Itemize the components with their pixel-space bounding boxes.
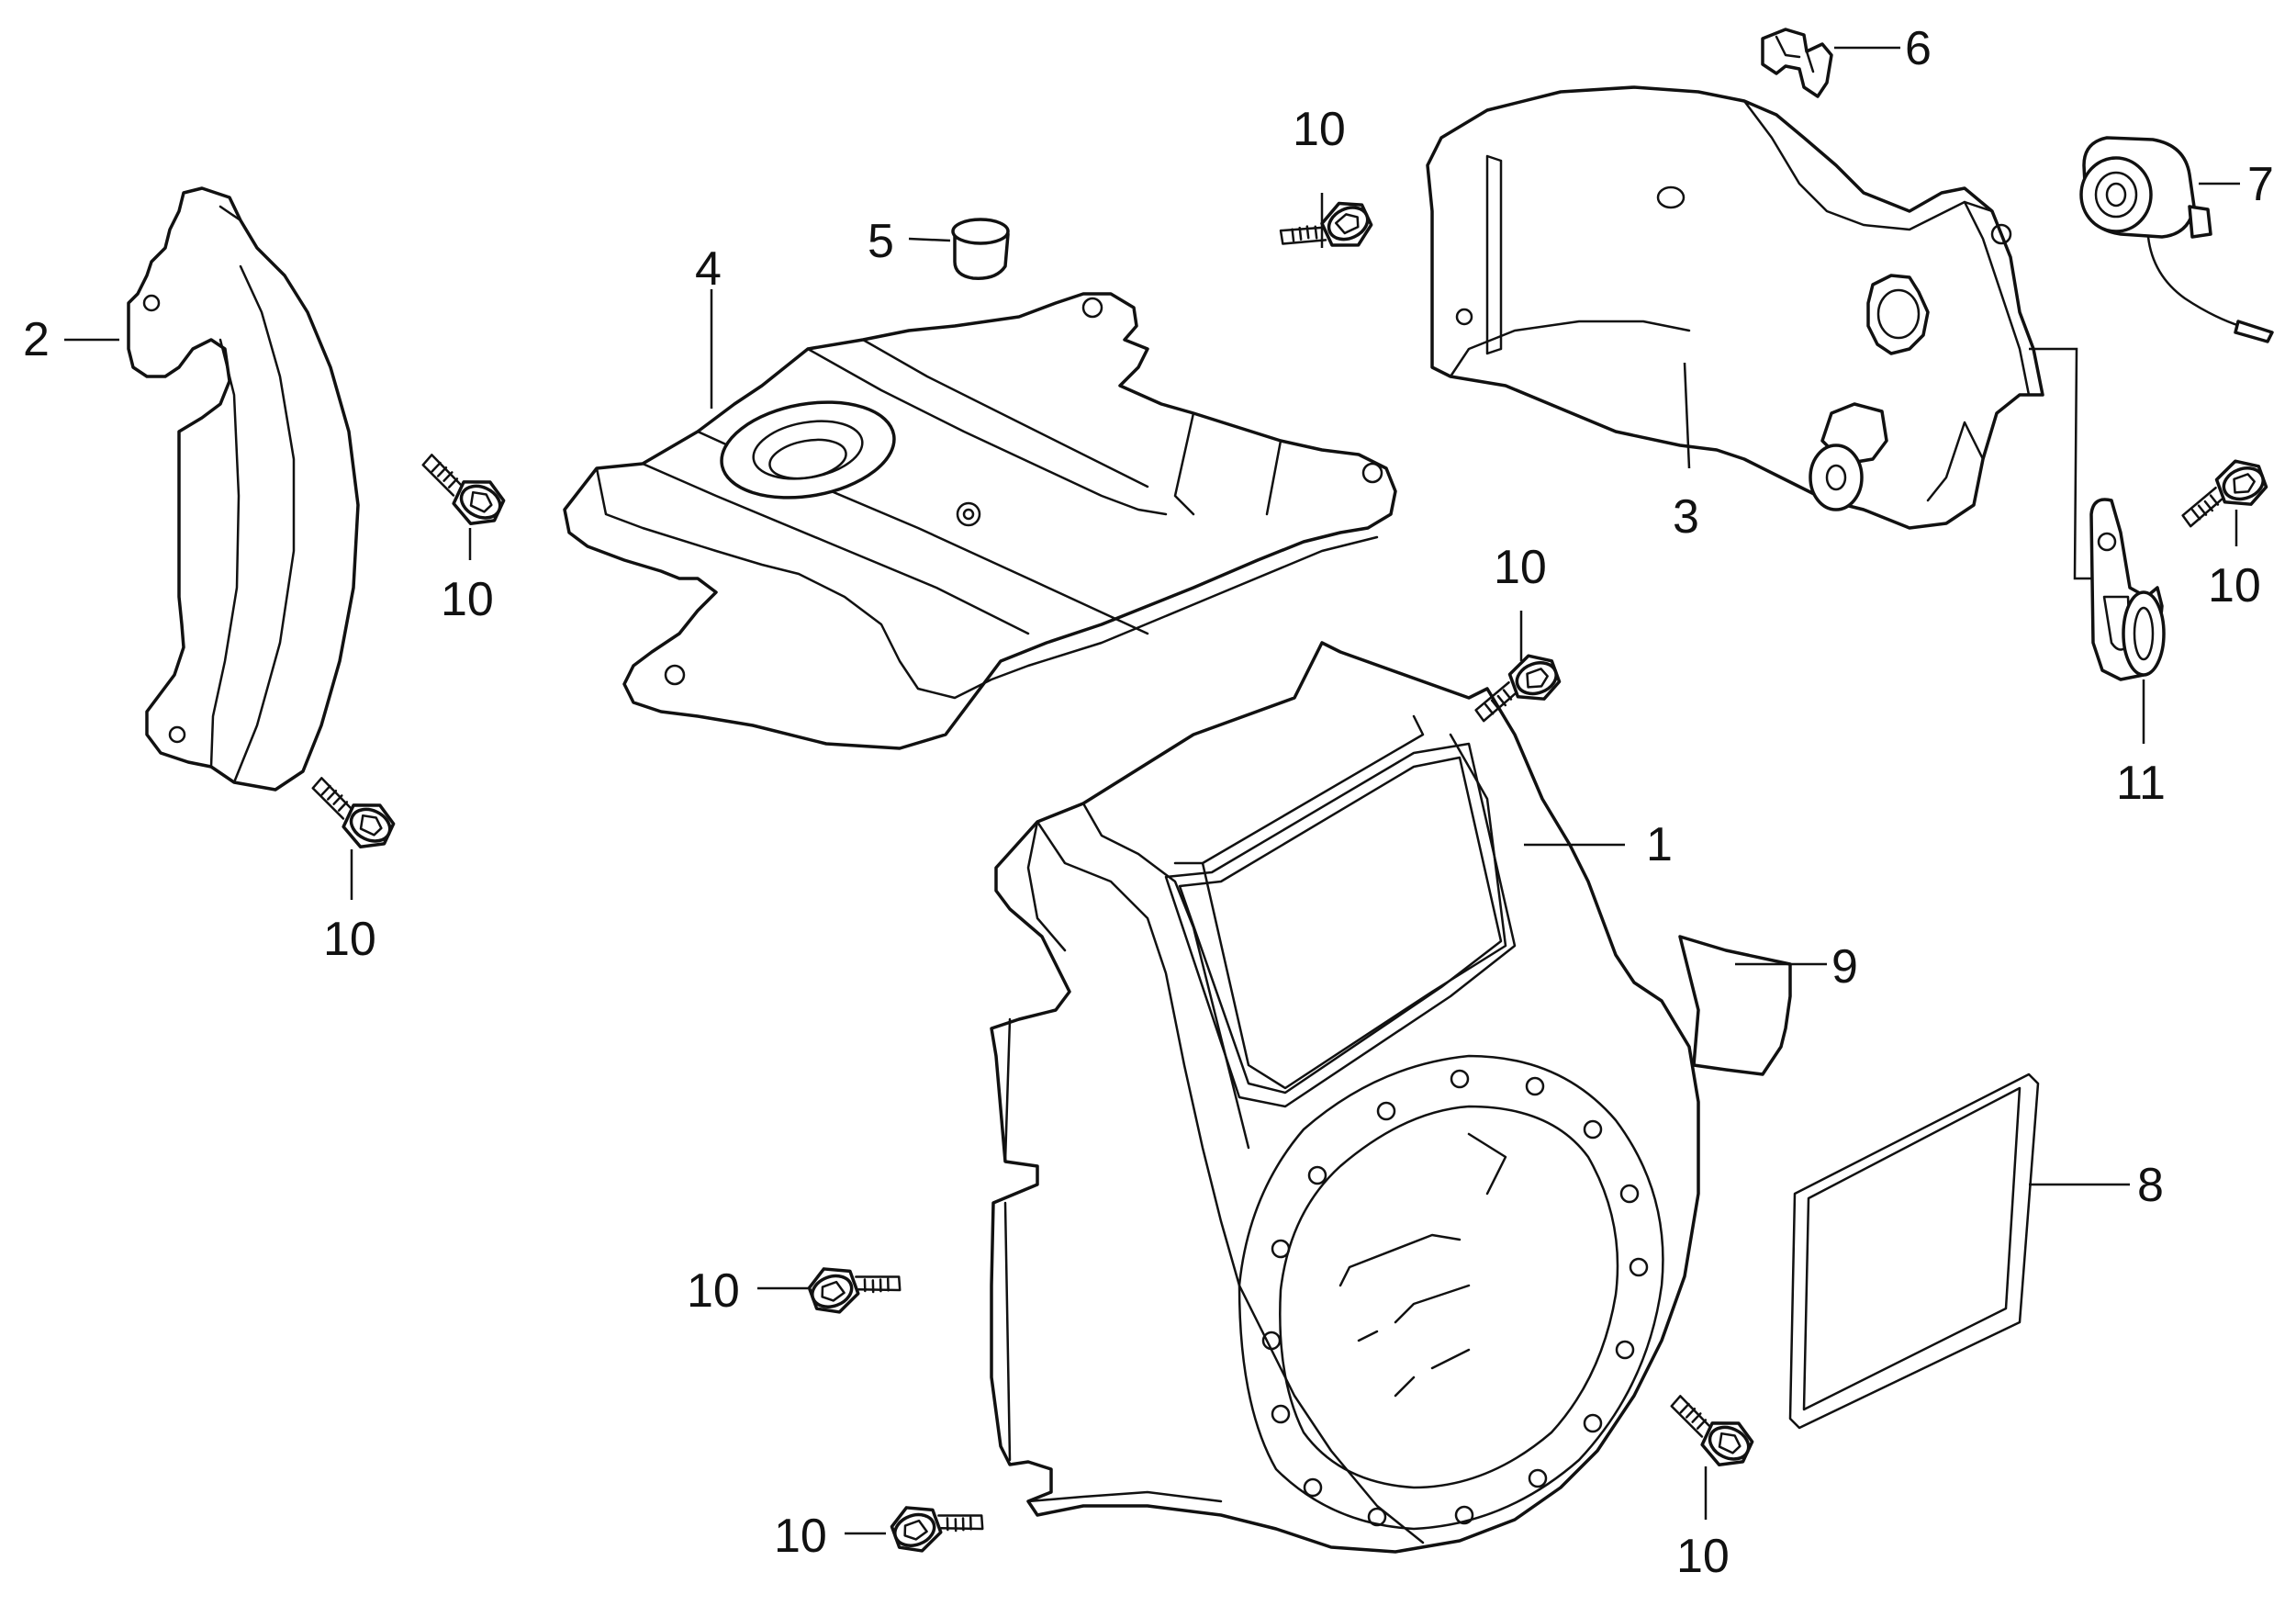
callout-6: 6: [1905, 22, 1932, 75]
callout-11: 11: [2116, 757, 2166, 810]
bolt-10: [1655, 1392, 1759, 1476]
callout-10: 10: [1293, 103, 1346, 156]
callout-7: 7: [2247, 158, 2274, 211]
bolt-10: [297, 774, 400, 858]
bolt-10: [885, 1482, 988, 1560]
part-1-fan-shroud: [990, 641, 1700, 1554]
part-9-label: [1678, 935, 1827, 1076]
part-5-plug: [908, 218, 1010, 280]
callout-10: 10: [323, 913, 376, 966]
bolt-10: [1275, 193, 1379, 275]
bolt-10: [407, 451, 510, 534]
callout-10: 10: [774, 1510, 827, 1563]
callout-10: 10: [441, 573, 494, 626]
callout-2: 2: [23, 313, 50, 366]
part-3-bracket: [1426, 85, 2102, 580]
callout-10: 10: [687, 1264, 740, 1318]
callout-5: 5: [868, 215, 894, 268]
part-8-gasket: [1788, 1072, 2130, 1430]
callout-3: 3: [1673, 490, 1699, 544]
callout-10: 10: [2208, 559, 2261, 612]
part-2-side-shroud: [64, 186, 360, 792]
part-4-top-plate: [563, 289, 1397, 750]
callout-9: 9: [1831, 940, 1858, 994]
part-7-switch: [2079, 136, 2274, 343]
callout-10: 10: [1494, 541, 1547, 594]
bolt-10: [2169, 452, 2272, 530]
part-11-bracket: [2089, 498, 2166, 744]
bolt-10: [802, 1243, 905, 1321]
callout-10: 10: [1676, 1530, 1730, 1583]
part-6-clip: [1761, 28, 1900, 98]
callout-4: 4: [695, 242, 722, 296]
callout-1: 1: [1646, 818, 1673, 871]
callout-8: 8: [2137, 1159, 2164, 1212]
bolt-10: [1462, 646, 1565, 724]
